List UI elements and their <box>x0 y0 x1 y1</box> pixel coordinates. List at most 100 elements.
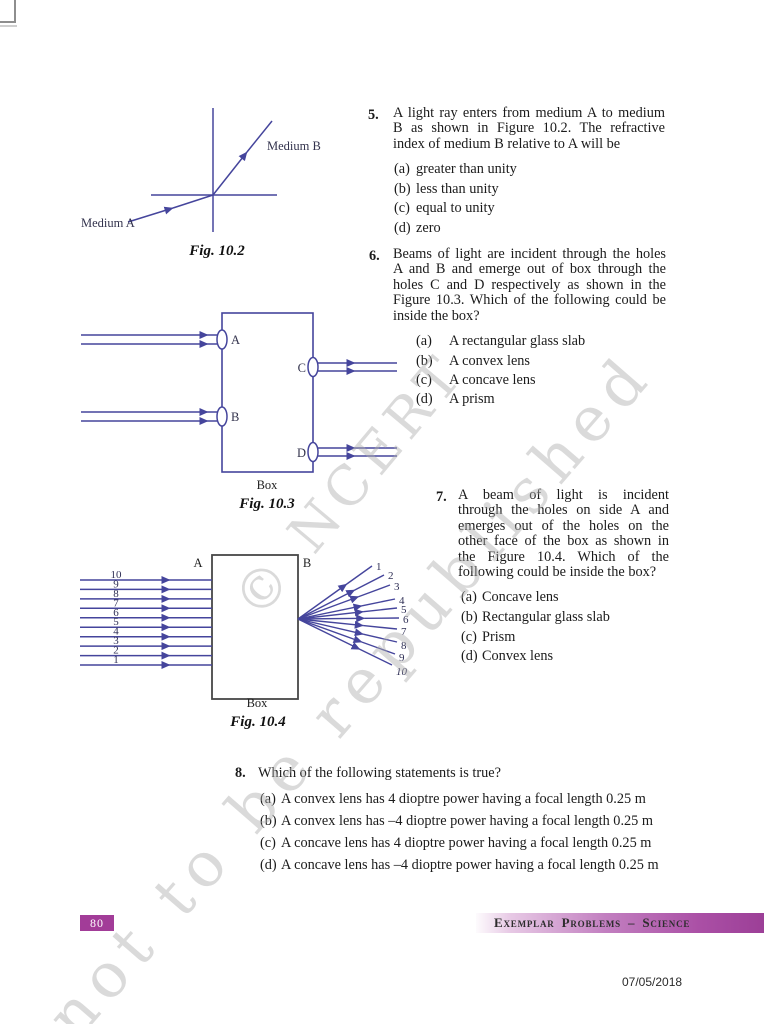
question-number: 6. <box>369 248 380 264</box>
option-text: A concave lens has 4 dioptre power havin… <box>281 834 652 851</box>
question-line: Figure 10.3. Which of the following coul… <box>393 292 666 309</box>
options-list: (a)Concave lens (b)Rectangular glass sla… <box>461 588 610 667</box>
option-text: Concave lens <box>482 589 559 606</box>
option-label: (d) <box>461 648 478 665</box>
option-d: (d) A prism <box>416 390 585 409</box>
figure-10-4-caption: Fig. 10.4 <box>229 714 286 730</box>
medium-a-label: Medium A <box>81 216 135 230</box>
question-6: 6. Beams of light are incident through t… <box>369 246 671 412</box>
question-line: index of medium B relative to A will be <box>393 135 621 152</box>
question-7: 7. A beam of light is incident through t… <box>436 487 672 668</box>
option-label: (a) <box>394 161 410 178</box>
question-8: 8. Which of the following statements is … <box>235 764 705 876</box>
question-line: holes C and D respectively as shown in t… <box>393 276 666 293</box>
svg-text:1: 1 <box>376 561 382 573</box>
print-date: 07/05/2018 <box>622 975 683 989</box>
refraction-diagram-lines <box>127 108 277 232</box>
page-number-badge: 80 <box>80 915 114 931</box>
scan-corner-shadow <box>0 25 17 27</box>
question-line: A light ray enters from medium A to medi… <box>393 105 665 121</box>
option-text: zero <box>416 220 441 237</box>
svg-text:4: 4 <box>113 626 119 638</box>
question-number: 7. <box>436 489 447 505</box>
question-line: following could be inside the box? <box>458 564 657 581</box>
question-line: inside the box? <box>393 307 480 324</box>
option-label: (c) <box>416 371 432 388</box>
svg-text:4: 4 <box>399 595 405 607</box>
hole-b-label: B <box>231 410 239 424</box>
option-text: A prism <box>449 391 495 408</box>
question-line: other face of the box as shown in <box>458 533 669 550</box>
svg-text:9: 9 <box>113 578 119 590</box>
option-label: (c) <box>260 834 276 851</box>
box-outline <box>211 554 299 700</box>
option-text: greater than unity <box>416 161 517 178</box>
question-line: through the holes on side A and <box>458 502 669 519</box>
option-label: (a) <box>416 333 432 350</box>
svg-text:7: 7 <box>401 626 407 638</box>
svg-text:5: 5 <box>113 616 119 628</box>
option-b: (b)A convex lens <box>416 351 585 370</box>
question-line: A and B and emerge out of box through th… <box>393 261 666 278</box>
svg-text:9: 9 <box>399 652 405 664</box>
svg-text:6: 6 <box>403 614 409 626</box>
option-text: Convex lens <box>482 648 554 665</box>
option-a: (a)Concave lens <box>461 588 610 608</box>
hole-a-label: A <box>231 333 240 347</box>
option-text: A convex lens <box>449 352 530 369</box>
svg-text:8: 8 <box>113 588 119 600</box>
figure-10-3-caption: Fig. 10.3 <box>238 496 295 512</box>
option-c: (c) A concave lens <box>416 371 585 390</box>
option-label: (c) <box>394 200 410 217</box>
incident-ray-numbers: 10 9 8 7 6 5 4 3 2 1 <box>111 569 123 666</box>
side-a-label: A <box>193 556 202 570</box>
option-label: (a) <box>260 790 276 807</box>
question-number: 5. <box>368 107 379 123</box>
option-text: A rectangular glass slab <box>449 333 586 350</box>
question-number: 8. <box>235 765 246 781</box>
book-title: Exemplar Problems – Science <box>494 915 691 930</box>
hole-d-label: D <box>297 446 306 460</box>
option-text: Rectangular glass slab <box>482 609 610 626</box>
question-5: 5. A light ray enters from medium A to m… <box>368 105 670 241</box>
hole-c-label: C <box>298 361 306 375</box>
option-label: (d) <box>260 856 277 873</box>
question-text: Which of the following statements is tru… <box>258 765 501 781</box>
option-label: (d) <box>394 220 411 237</box>
option-text: A convex lens has 4 dioptre power having… <box>281 790 646 807</box>
question-text: A light ray enters from medium A to medi… <box>393 105 665 152</box>
figure-10-2-caption: Fig. 10.2 <box>188 243 245 259</box>
option-text: A concave lens has –4 dioptre power havi… <box>281 856 659 873</box>
footer-band: Exemplar Problems – Science <box>476 913 764 933</box>
option-d: (d)Convex lens <box>461 647 610 667</box>
svg-text:5: 5 <box>401 604 407 616</box>
option-label: (d) <box>416 391 433 408</box>
box-and-rays <box>81 312 397 473</box>
option-label: (b) <box>260 812 277 829</box>
option-b: (b)Rectangular glass slab <box>461 608 610 628</box>
option-d: (d) zero <box>394 219 517 239</box>
svg-text:3: 3 <box>113 635 119 647</box>
svg-text:6: 6 <box>113 607 119 619</box>
option-label: (b) <box>394 180 411 197</box>
option-text: A concave lens <box>449 371 536 388</box>
incident-rays <box>80 576 212 669</box>
figure-10-4: 10 9 8 7 6 5 4 3 2 1 1 2 3 4 5 6 7 8 9 1… <box>80 554 409 730</box>
question-line: emerges out of the holes on the <box>458 517 669 534</box>
svg-text:10: 10 <box>396 666 408 678</box>
scan-corner-artifact <box>0 0 16 23</box>
question-line: Beams of light are incident through the … <box>393 246 666 262</box>
figure-10-2: Medium A Medium B Fig. 10.2 <box>81 108 321 259</box>
option-a: (a) A convex lens has 4 dioptre power hav… <box>260 788 659 810</box>
option-text: A convex lens has –4 dioptre power havin… <box>281 812 654 829</box>
option-b: (b)less than unity <box>394 180 517 200</box>
box-label: Box <box>247 696 269 710</box>
box-label: Box <box>257 478 279 492</box>
svg-text:3: 3 <box>394 581 400 593</box>
question-line: B as shown in Figure 10.2. The refractiv… <box>393 120 665 137</box>
figure-10-3: A B C D Box Fig. 10.3 <box>81 312 397 512</box>
options-list: (a) greater than unity (b)less than unity… <box>394 160 517 238</box>
medium-b-label: Medium B <box>267 139 321 153</box>
question-text: Beams of light are incident through the … <box>393 246 666 324</box>
